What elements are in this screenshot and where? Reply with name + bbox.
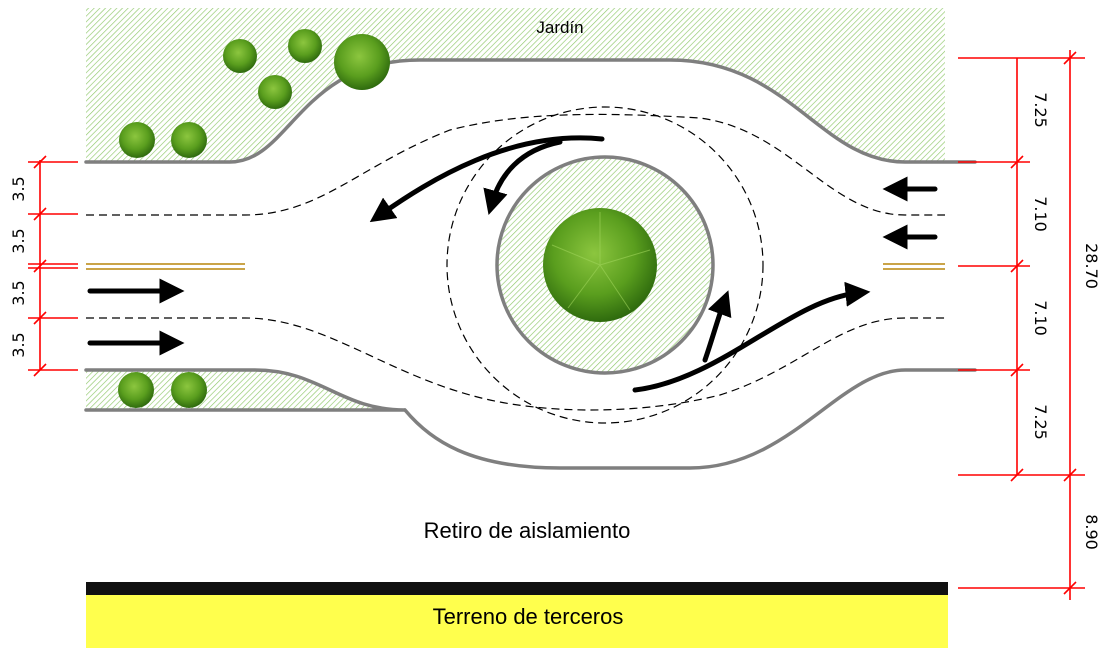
- tree-icon: [118, 372, 154, 408]
- left-dim-4: 3.5: [9, 332, 28, 357]
- trees: [118, 29, 657, 408]
- left-dimensions: 3.5 3.5 3.5 3.5: [9, 155, 78, 377]
- tree-icon: [119, 122, 155, 158]
- right-dim-3: 7.10: [1031, 300, 1050, 336]
- garden-top: [86, 8, 945, 162]
- tree-icon: [171, 122, 207, 158]
- right-dim-4: 7.25: [1031, 404, 1050, 440]
- setback-label: Retiro de aislamiento: [424, 518, 631, 543]
- lane-markings: [86, 106, 945, 424]
- left-dim-3: 3.5: [9, 280, 28, 305]
- boundary-bar: [86, 582, 948, 595]
- right-dim-1: 7.25: [1031, 92, 1050, 128]
- total-dimension: 28.70: [1082, 243, 1101, 289]
- third-party-land: [86, 595, 948, 648]
- tree-icon: [223, 39, 257, 73]
- garden-bottom-left: [86, 370, 405, 410]
- tree-icon: [171, 372, 207, 408]
- tree-icon: [334, 34, 390, 90]
- left-dim-1: 3.5: [9, 176, 28, 201]
- left-dim-2: 3.5: [9, 228, 28, 253]
- traffic-arrows: [87, 135, 938, 393]
- setback-dimension: 8.90: [1082, 514, 1101, 550]
- right-dim-2: 7.10: [1031, 196, 1050, 232]
- garden-label: Jardín: [536, 18, 583, 37]
- road-edges: [84, 58, 977, 470]
- third-party-land-label: Terreno de terceros: [433, 604, 624, 629]
- right-dimensions: 7.25 7.10 7.10 7.25 28.70 8.90: [958, 50, 1101, 600]
- tree-icon: [258, 75, 292, 109]
- tree-icon: [288, 29, 322, 63]
- median-lines: [86, 263, 945, 270]
